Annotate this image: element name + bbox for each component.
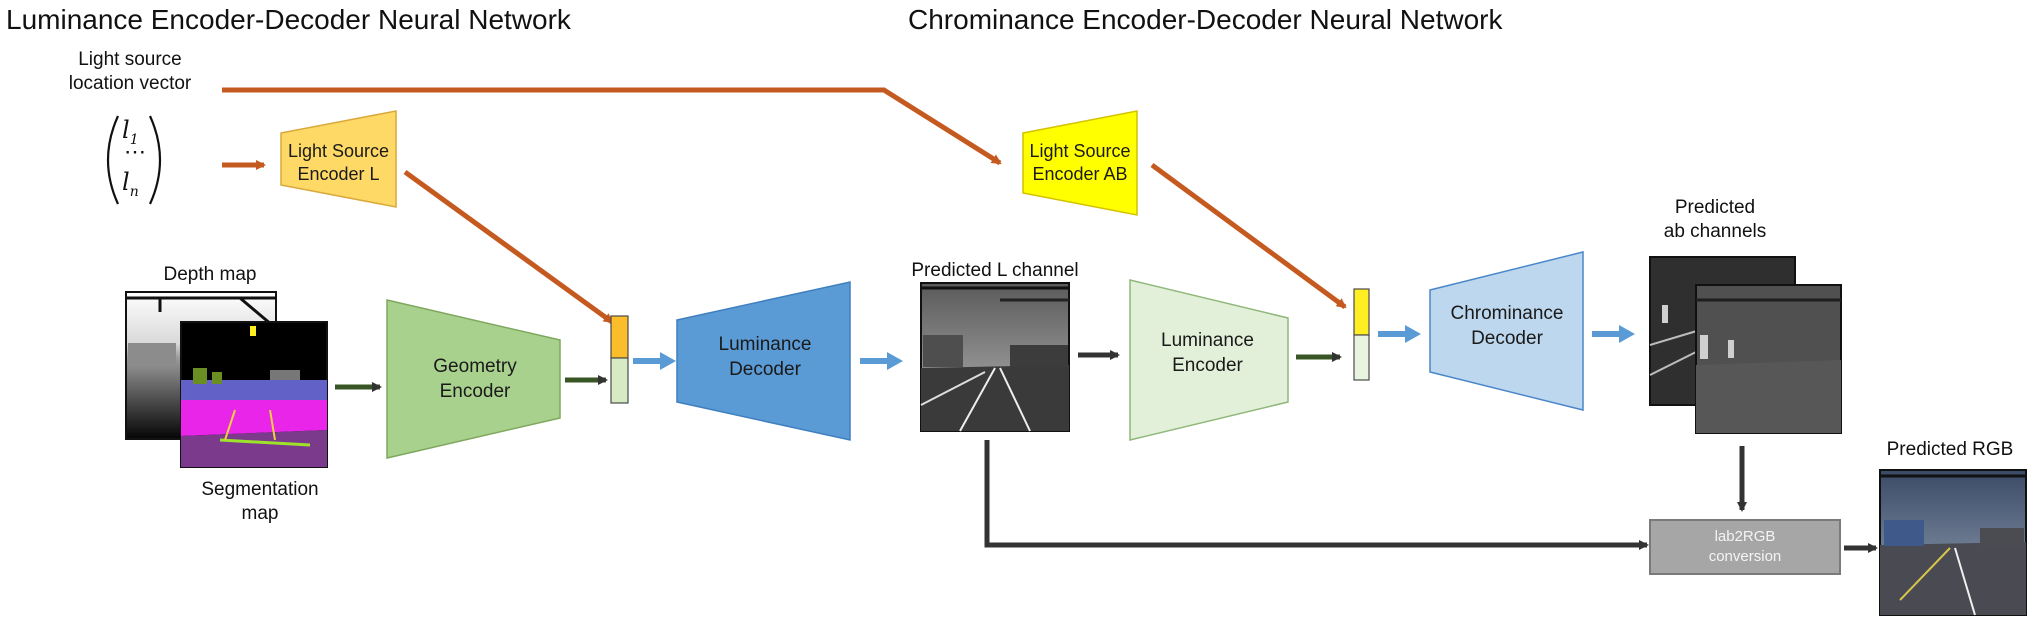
light-source-vector-entries: l1 ⋯ ln: [116, 116, 152, 206]
light-source-vector: [106, 115, 162, 205]
segmentation-label-line1: Segmentation: [201, 479, 319, 500]
luminance-encoder-shape: [1129, 279, 1289, 441]
geometry-encoder-shape: [386, 299, 561, 459]
luminance-network-title: Luminance Encoder-Decoder Neural Network: [6, 4, 571, 35]
arrow-predicted-l-to-lab2rgb: [984, 440, 1649, 550]
chrominance-decoder-label: Chrominance Decoder: [1450, 303, 1564, 349]
predicted-l-channel-image: [920, 282, 1070, 432]
light-source-encoder-ab-shape: [1022, 110, 1138, 216]
segmentation-label-line2: map: [241, 502, 279, 524]
lab2rgb-conversion-box: lab2RGB conversion: [1649, 519, 1841, 575]
predicted-l-channel-label: Predicted L channel: [911, 260, 1079, 281]
vector-entry-dots: ⋯: [124, 140, 146, 165]
arrow-light-vector-to-encoder-ab: [222, 87, 1002, 166]
vector-entry-first: l1: [122, 116, 139, 148]
predicted-ab-channels-label: Predicted ab channels: [1640, 196, 1790, 244]
latent-bar-chrominance: [1353, 288, 1370, 381]
geometry-encoder-label: Geometry Encoder: [433, 356, 517, 402]
lab2rgb-label-line1: lab2RGB: [1714, 527, 1776, 545]
predicted-rgb-image: [1879, 469, 2027, 616]
predicted-ab-line1: Predicted: [1674, 197, 1756, 218]
arrow-encoder-ab-to-latent: [1150, 162, 1347, 310]
predicted-rgb-label: Predicted RGB: [1886, 439, 2014, 460]
light-source-label-line1: Light source: [78, 49, 182, 70]
chrominance-decoder-shape: [1429, 251, 1584, 411]
arrow-encoder-l-to-latent: [403, 169, 614, 325]
light-source-encoder-ab-label: Light Source Encoder AB: [1029, 141, 1131, 185]
arrow-latent-to-chrominance-decoder: [1378, 325, 1421, 343]
depth-map-label: Depth map: [163, 264, 257, 285]
light-source-label-line2: location vector: [68, 72, 192, 94]
light-source-encoder-l-shape: [280, 110, 397, 208]
blue-arrows: [633, 325, 1635, 370]
arrow-latent-to-luminance-decoder: [633, 352, 676, 370]
chrominance-network-title: Chrominance Encoder-Decoder Neural Netwo…: [908, 4, 1503, 35]
light-source-vector-label: Light source location vector: [50, 48, 210, 96]
luminance-decoder-shape: [676, 281, 851, 441]
segmentation-map-label: Segmentation map: [180, 478, 340, 526]
latent-bar-luminance: [610, 315, 629, 404]
arrow-luminance-decoder-to-predicted-l: [860, 352, 903, 370]
light-source-encoder-l-label: Light Source Encoder L: [287, 141, 390, 185]
luminance-encoder-label: Luminance Encoder: [1161, 330, 1254, 376]
lab2rgb-label-line2: conversion: [1708, 548, 1782, 565]
segmentation-map-image: [180, 321, 328, 468]
arrow-chrominance-decoder-to-ab: [1592, 325, 1635, 343]
luminance-decoder-label: Luminance Decoder: [718, 334, 812, 380]
predicted-ab-line2: ab channels: [1663, 220, 1767, 242]
light-source-arrows: [222, 87, 1347, 325]
predicted-ab-channels-image: [1649, 256, 1842, 434]
vector-entry-last: ln: [122, 168, 139, 200]
